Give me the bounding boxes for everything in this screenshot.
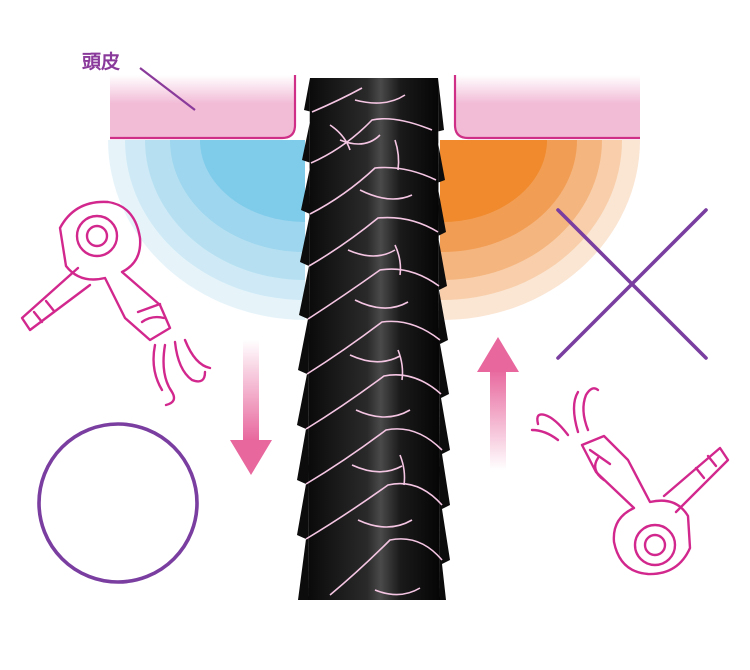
warm-air-zone — [440, 140, 640, 321]
scalp-leader-line — [139, 67, 196, 111]
circle-mark-icon — [37, 422, 199, 584]
cool-air-zone — [108, 140, 305, 320]
scalp — [110, 75, 640, 140]
hair-dryer-icon — [530, 387, 730, 576]
hair-dryer-icon — [20, 200, 212, 407]
scalp-label: 頭皮 — [82, 50, 120, 73]
arrow-down-icon — [230, 340, 272, 475]
cuticle-lines — [305, 87, 443, 596]
scalp-label-group: 頭皮 — [82, 50, 196, 111]
hair-shaft — [297, 78, 450, 600]
arrow-up-icon — [477, 337, 519, 470]
cross-mark-icon — [556, 208, 708, 360]
